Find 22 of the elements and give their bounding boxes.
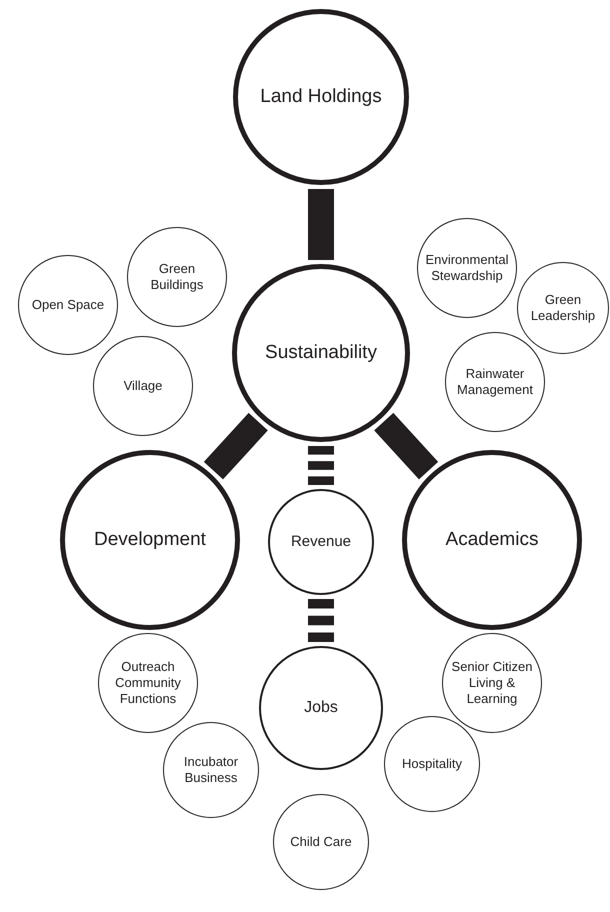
- striped-connector-bar: [308, 446, 334, 485]
- topic-label: Outreach Community Functions: [114, 658, 182, 708]
- topic-label: Academics: [446, 528, 538, 552]
- topic-label: Child Care: [290, 834, 352, 850]
- connector-bar: [204, 412, 268, 480]
- topic-label: Jobs: [304, 698, 338, 718]
- topic-label: Revenue: [290, 532, 352, 552]
- topic-label: Rainwater Management: [456, 366, 534, 398]
- topic-label: Development: [94, 528, 206, 552]
- connector-bar: [308, 189, 334, 260]
- connector-bar: [374, 412, 438, 480]
- topic-label: Environmental Stewardship: [424, 252, 510, 284]
- topic-label: Green Buildings: [150, 260, 204, 294]
- topic-label: Green Leadership: [530, 292, 596, 324]
- topic-label: Village: [124, 378, 162, 394]
- topic-label: Land Holdings: [260, 85, 382, 109]
- topic-label: Open Space: [32, 296, 104, 314]
- topic-label: Incubator Business: [182, 754, 240, 786]
- topic-label: Hospitality: [402, 756, 462, 772]
- topic-label: Sustainability: [265, 341, 377, 365]
- striped-connector-bar: [308, 599, 334, 642]
- topic-label: Senior Citizen Living & Learning: [450, 658, 534, 708]
